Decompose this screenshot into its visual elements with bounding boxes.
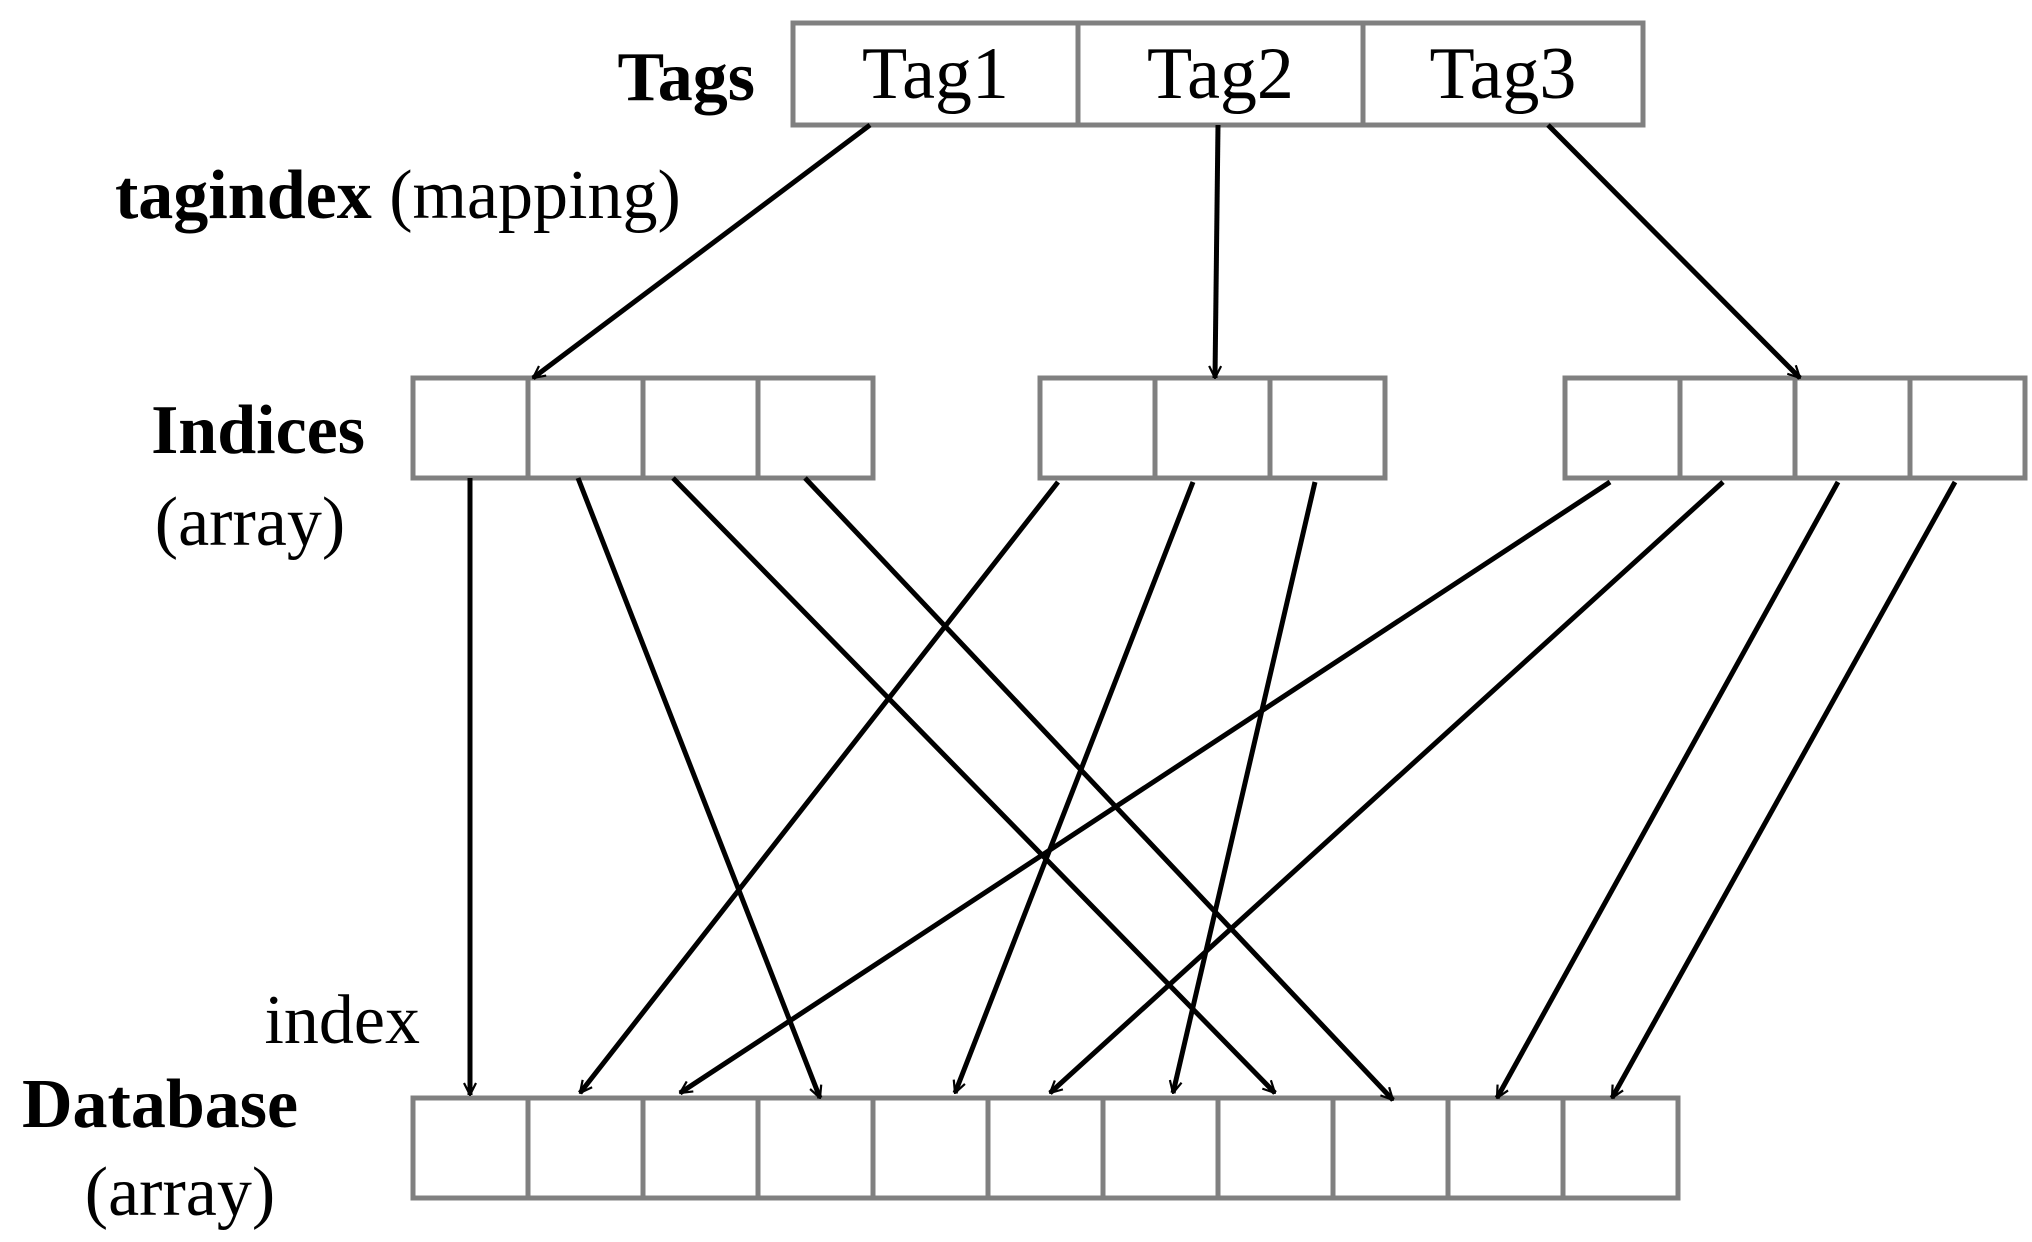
tags-label: Tags bbox=[617, 39, 755, 116]
tag-to-index-arrow bbox=[1215, 124, 1218, 378]
database-cell bbox=[755, 1095, 876, 1201]
tag-cell-label: Tag2 bbox=[1147, 33, 1294, 115]
index-cell bbox=[1152, 375, 1273, 481]
tag-cell bbox=[1075, 20, 1366, 128]
database-array bbox=[410, 1095, 1681, 1201]
tagindex-label: tagindex (mapping) bbox=[115, 157, 681, 234]
database-cell bbox=[1100, 1095, 1221, 1201]
index-to-database-arrow bbox=[1050, 480, 1725, 1095]
index-to-database-arrow bbox=[1609, 480, 1958, 1098]
index-to-database-arrow bbox=[803, 476, 1395, 1100]
database-cell bbox=[410, 1095, 531, 1201]
index-cell bbox=[755, 375, 876, 481]
tag-cell bbox=[790, 20, 1081, 128]
index-to-database-arrow bbox=[671, 476, 1277, 1093]
indices-arrays bbox=[410, 375, 2028, 481]
index-to-database-arrow bbox=[575, 477, 823, 1098]
tag-to-index-arrow bbox=[533, 123, 872, 380]
mapping-arrows bbox=[470, 123, 1958, 1100]
index-to-database-arrow bbox=[680, 479, 1612, 1096]
index-to-database-arrow bbox=[578, 480, 1060, 1093]
database-cell bbox=[870, 1095, 991, 1201]
tagindex-label-rest: (mapping) bbox=[372, 157, 681, 234]
database-cell bbox=[985, 1095, 1106, 1201]
index-cell bbox=[640, 375, 761, 481]
tag-cell-label: Tag1 bbox=[862, 33, 1009, 115]
tag-cell-label: Tag3 bbox=[1430, 33, 1577, 115]
index-cell bbox=[1267, 375, 1388, 481]
index-to-database-arrow bbox=[1173, 481, 1318, 1093]
tags-array: Tag1 Tag2 Tag3 bbox=[790, 20, 1646, 128]
indices-label: Indices bbox=[151, 392, 365, 469]
indices-sub-label: (array) bbox=[155, 484, 345, 561]
index-cell bbox=[1792, 375, 1913, 481]
database-cell bbox=[1445, 1095, 1566, 1201]
database-label: Database bbox=[22, 1066, 298, 1143]
tagindex-label-bold: tagindex bbox=[115, 157, 372, 234]
database-sub-label: (array) bbox=[85, 1154, 275, 1231]
index-cell bbox=[1037, 375, 1158, 481]
database-cell bbox=[1560, 1095, 1681, 1201]
database-cell bbox=[1215, 1095, 1336, 1201]
index-cell bbox=[1677, 375, 1798, 481]
index-cell bbox=[1562, 375, 1683, 481]
index-cell bbox=[525, 375, 646, 481]
tag-to-index-arrow bbox=[1546, 123, 1802, 380]
database-cell bbox=[525, 1095, 646, 1201]
database-cell bbox=[1330, 1095, 1451, 1201]
index-cell bbox=[410, 375, 531, 481]
database-cell bbox=[640, 1095, 761, 1201]
tag-cell bbox=[1360, 20, 1646, 128]
index-label: index bbox=[264, 982, 420, 1059]
index-cell bbox=[1907, 375, 2028, 481]
index-to-database-arrow bbox=[1494, 480, 1841, 1098]
index-to-database-arrow bbox=[955, 481, 1196, 1093]
